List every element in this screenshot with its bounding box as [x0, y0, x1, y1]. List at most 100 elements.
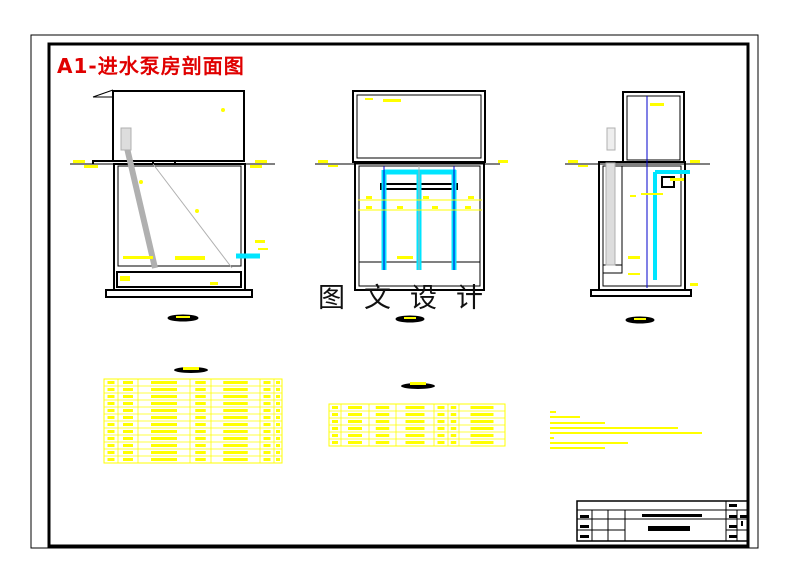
- table-cell: [470, 413, 494, 416]
- table-cell: [348, 434, 362, 437]
- table-cell: [123, 381, 133, 384]
- table-cell: [107, 409, 115, 412]
- table-cell: [263, 409, 271, 412]
- table-cell: [151, 388, 177, 391]
- table-cell: [263, 388, 271, 391]
- table-cell: [195, 388, 206, 391]
- table-cell: [195, 451, 206, 454]
- table-title-middle: [401, 383, 435, 389]
- table-cell: [223, 423, 248, 426]
- table-cell: [151, 451, 177, 454]
- table-cell: [263, 423, 271, 426]
- table-cell: [405, 420, 425, 423]
- table-cell: [195, 458, 206, 461]
- table-cell: [107, 416, 115, 419]
- equipment-tables: [103, 367, 506, 464]
- table-cell: [123, 395, 133, 398]
- table-cell: [348, 427, 362, 430]
- table-cell: [107, 402, 115, 405]
- table-cell: [276, 444, 280, 447]
- table-cell: [123, 388, 133, 391]
- table-cell: [437, 441, 445, 444]
- table-cell: [263, 402, 271, 405]
- table-cell: [107, 437, 115, 440]
- table-cell: [405, 434, 425, 437]
- table-cell: [223, 416, 248, 419]
- table-cell: [405, 441, 425, 444]
- table-cell: [332, 441, 338, 444]
- table-cell: [263, 458, 271, 461]
- table-cell: [107, 388, 115, 391]
- title-block: [576, 500, 749, 542]
- table-cell: [276, 409, 280, 412]
- table-cell: [151, 458, 177, 461]
- table-cell: [223, 430, 248, 433]
- table-cell: [223, 388, 248, 391]
- table-cell: [195, 430, 206, 433]
- table-cell: [123, 451, 133, 454]
- table-cell: [276, 458, 280, 461]
- table-cell: [195, 444, 206, 447]
- table-cell: [107, 458, 115, 461]
- outer-border: [30, 34, 759, 549]
- table-cell: [151, 409, 177, 412]
- table-cell: [375, 413, 390, 416]
- table-cell: [276, 395, 280, 398]
- table-cell: [123, 430, 133, 433]
- table-cell: [195, 402, 206, 405]
- table-cell: [450, 413, 457, 416]
- table-cell: [151, 416, 177, 419]
- table-cell: [263, 395, 271, 398]
- table-cell: [151, 444, 177, 447]
- section-left: [70, 89, 275, 322]
- table-cell: [223, 458, 248, 461]
- table-cell: [450, 420, 457, 423]
- table-cell: [123, 423, 133, 426]
- table-cell: [151, 395, 177, 398]
- table-cell: [470, 420, 494, 423]
- table-cell: [123, 458, 133, 461]
- table-cell: [263, 381, 271, 384]
- table-cell: [276, 451, 280, 454]
- table-cell: [450, 406, 457, 409]
- table-cell: [375, 434, 390, 437]
- table-cell: [223, 444, 248, 447]
- table-cell: [123, 409, 133, 412]
- table-cell: [151, 437, 177, 440]
- table-cell: [437, 406, 445, 409]
- table-cell: [123, 444, 133, 447]
- table-cell: [107, 423, 115, 426]
- table-cell: [332, 406, 338, 409]
- table-cell: [223, 395, 248, 398]
- section-middle: [315, 90, 508, 323]
- table-cell: [405, 427, 425, 430]
- table-cell: [195, 416, 206, 419]
- watermark: 图文设计: [318, 283, 502, 314]
- table-cell: [375, 427, 390, 430]
- table-cell: [332, 420, 338, 423]
- table-cell: [123, 402, 133, 405]
- table-cell: [437, 413, 445, 416]
- table-cell: [107, 381, 115, 384]
- table-cell: [437, 434, 445, 437]
- table-cell: [276, 416, 280, 419]
- table-cell: [195, 409, 206, 412]
- table-cell: [276, 402, 280, 405]
- table-cell: [348, 406, 362, 409]
- table-cell: [151, 423, 177, 426]
- table-cell: [348, 420, 362, 423]
- table-cell: [107, 430, 115, 433]
- table-cell: [348, 413, 362, 416]
- table-cell: [375, 441, 390, 444]
- table-cell: [107, 451, 115, 454]
- table-cell: [437, 427, 445, 430]
- table-cell: [195, 395, 206, 398]
- table-cell: [348, 441, 362, 444]
- table-cell: [276, 430, 280, 433]
- table-cell: [276, 388, 280, 391]
- table-cell: [151, 430, 177, 433]
- table-cell: [276, 437, 280, 440]
- table-cell: [263, 451, 271, 454]
- table-cell: [107, 444, 115, 447]
